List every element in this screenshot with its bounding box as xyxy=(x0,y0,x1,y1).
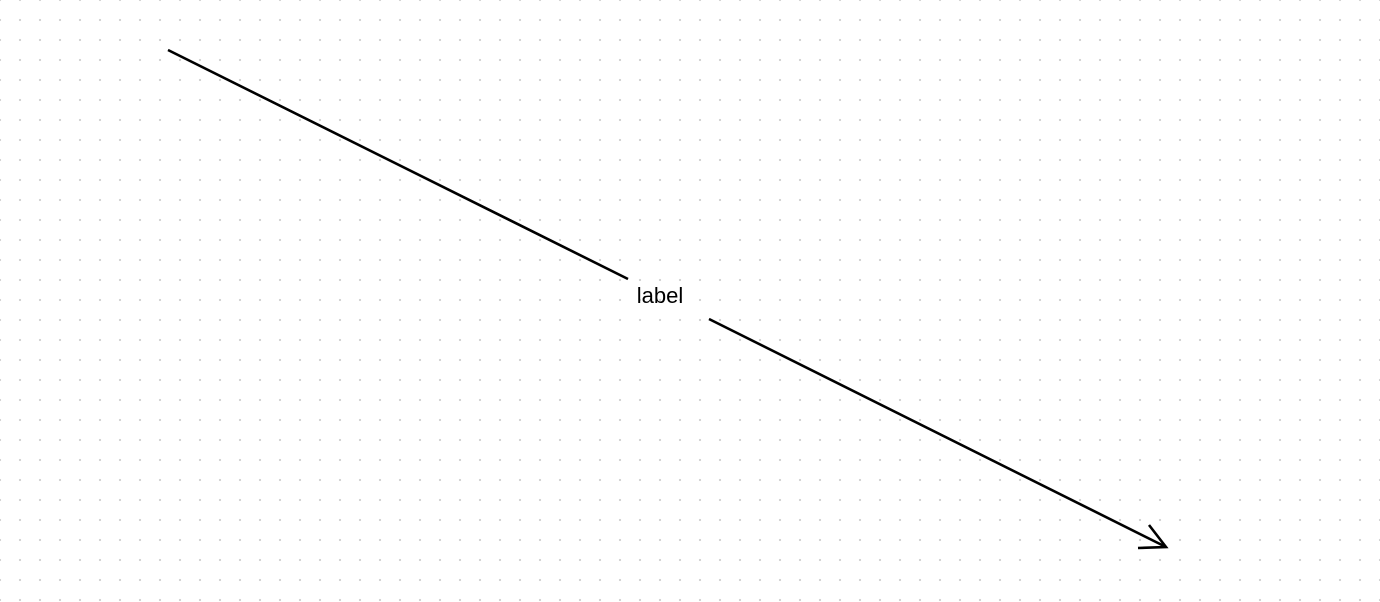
edge-segment-start[interactable] xyxy=(167,48,629,281)
edge-segment-end[interactable] xyxy=(708,317,1167,549)
arrowhead-icon xyxy=(1137,524,1169,550)
edge-label[interactable]: label xyxy=(636,283,684,308)
